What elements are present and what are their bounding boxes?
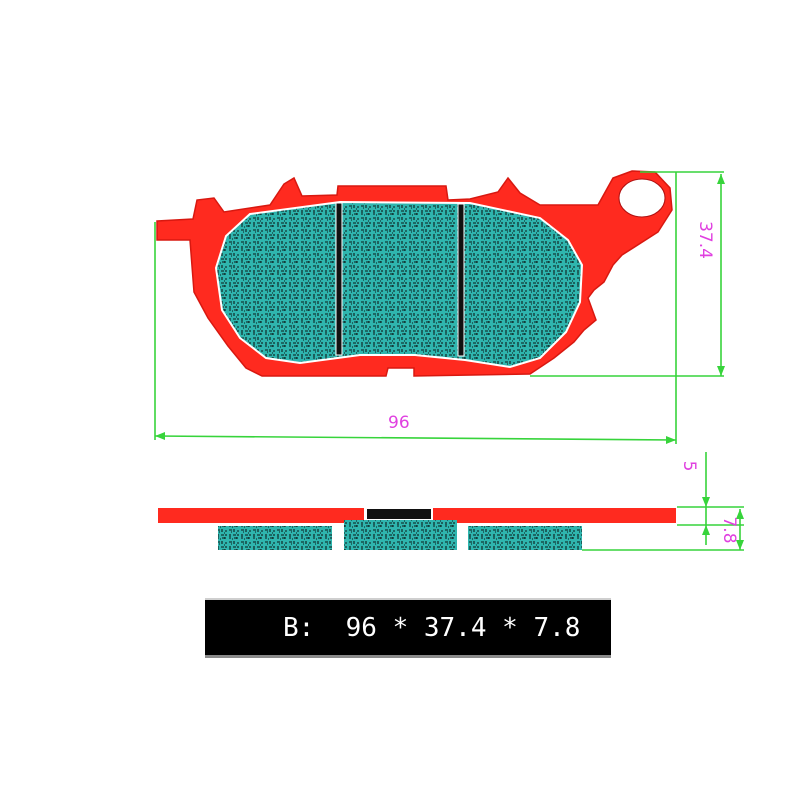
pad-slot-left	[335, 202, 343, 356]
total-thickness-label: 7.8	[719, 516, 739, 543]
pad-slot-right	[457, 203, 465, 357]
friction-block-side-1	[218, 526, 332, 550]
friction-pad-top	[214, 200, 584, 369]
friction-block-side-3	[468, 526, 582, 550]
height-dimension-label: 37.4	[695, 221, 715, 259]
dimension-arrows-top	[155, 174, 725, 444]
size-caption-box: B: 96 * 37.4 * 7.8	[205, 598, 611, 658]
backing-plate-side-right	[431, 506, 678, 525]
dimension-arrows-side	[702, 497, 744, 550]
top-view	[156, 170, 673, 377]
backing-plate-side-center	[367, 509, 431, 519]
mounting-hole	[618, 178, 666, 218]
plate-thickness-label: 5	[679, 461, 699, 472]
side-view	[156, 506, 678, 550]
dimension-lines-top	[154, 171, 724, 444]
size-caption-text: B: 96 * 37.4 * 7.8	[283, 612, 581, 643]
width-dimension-label: 96	[388, 413, 410, 433]
backing-plate-side-left	[156, 506, 366, 525]
friction-block-side-2	[344, 520, 457, 550]
